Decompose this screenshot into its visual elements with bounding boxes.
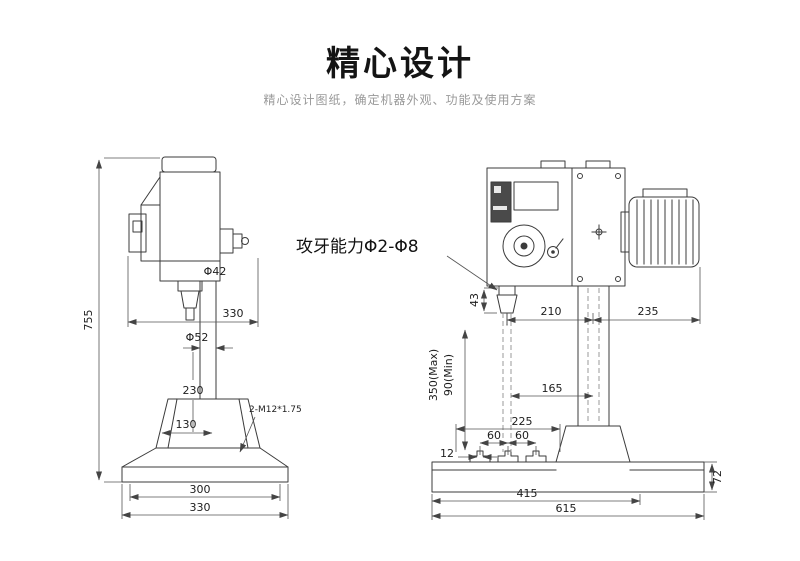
front-column-support <box>155 398 261 449</box>
dim-column-len: 230 <box>183 384 204 397</box>
dim-travel-min: 90(Min) <box>442 354 455 396</box>
dim-travel-max: 350(Max) <box>427 349 440 401</box>
front-chuck <box>180 290 200 309</box>
side-view-drawing <box>431 160 705 493</box>
dim-spindle-dia: Φ42 <box>204 265 227 278</box>
dim-chuck-len: 43 <box>468 293 481 307</box>
front-switch-box <box>128 213 147 253</box>
page-title: 精心设计 <box>326 44 474 84</box>
side-view-dimensions: 43 210 235 350(Max) 90(Min) 165 225 <box>427 267 724 520</box>
tapping-capacity-annotation: 攻牙能力Φ2-Φ8 <box>296 237 498 291</box>
dim-base-inner: 300 <box>190 483 211 496</box>
dim-base-height: 72 <box>711 470 724 484</box>
dim-table-span: 225 <box>512 415 533 428</box>
side-quill <box>498 285 516 296</box>
front-quill <box>177 280 203 292</box>
front-base <box>121 466 289 483</box>
dim-base-outer: 330 <box>190 501 211 514</box>
side-name-plate <box>513 181 559 211</box>
dim-mount-thread: 2-M12*1.75 <box>249 405 302 415</box>
dim-base-total: 615 <box>556 502 577 515</box>
side-column <box>577 285 610 427</box>
side-pulley <box>502 224 546 268</box>
dim-slot-pitch-b: 60 <box>515 429 529 442</box>
dim-support-len: 130 <box>176 418 197 431</box>
page-subtitle: 精心设计图纸，确定机器外观、功能及使用方案 <box>263 93 537 107</box>
dim-head-width: 330 <box>223 307 244 320</box>
dim-throat: 210 <box>541 305 562 318</box>
side-motor <box>628 196 700 268</box>
side-base <box>431 461 705 493</box>
front-view-dimensions: 755 330 Φ42 Φ52 230 130 2-M12*1.75 <box>82 157 302 519</box>
front-head-cap <box>161 156 217 173</box>
dim-rear: 235 <box>638 305 659 318</box>
front-feed-boss <box>219 228 234 254</box>
dim-base-front: 415 <box>517 487 538 500</box>
side-column-foot <box>555 425 631 463</box>
dim-slot-span: 165 <box>542 382 563 395</box>
front-base-top <box>121 447 289 468</box>
dim-slot-width: 12 <box>440 447 454 460</box>
dim-slot-pitch-a: 60 <box>487 429 501 442</box>
dim-column-dia: Φ52 <box>186 331 209 344</box>
front-view-drawing <box>121 156 289 483</box>
front-belt-cover <box>140 176 161 262</box>
side-knob <box>547 246 559 258</box>
dim-overall-height: 755 <box>82 310 95 331</box>
side-chuck <box>496 294 518 314</box>
tapping-capacity-label: 攻牙能力Φ2-Φ8 <box>296 237 419 257</box>
